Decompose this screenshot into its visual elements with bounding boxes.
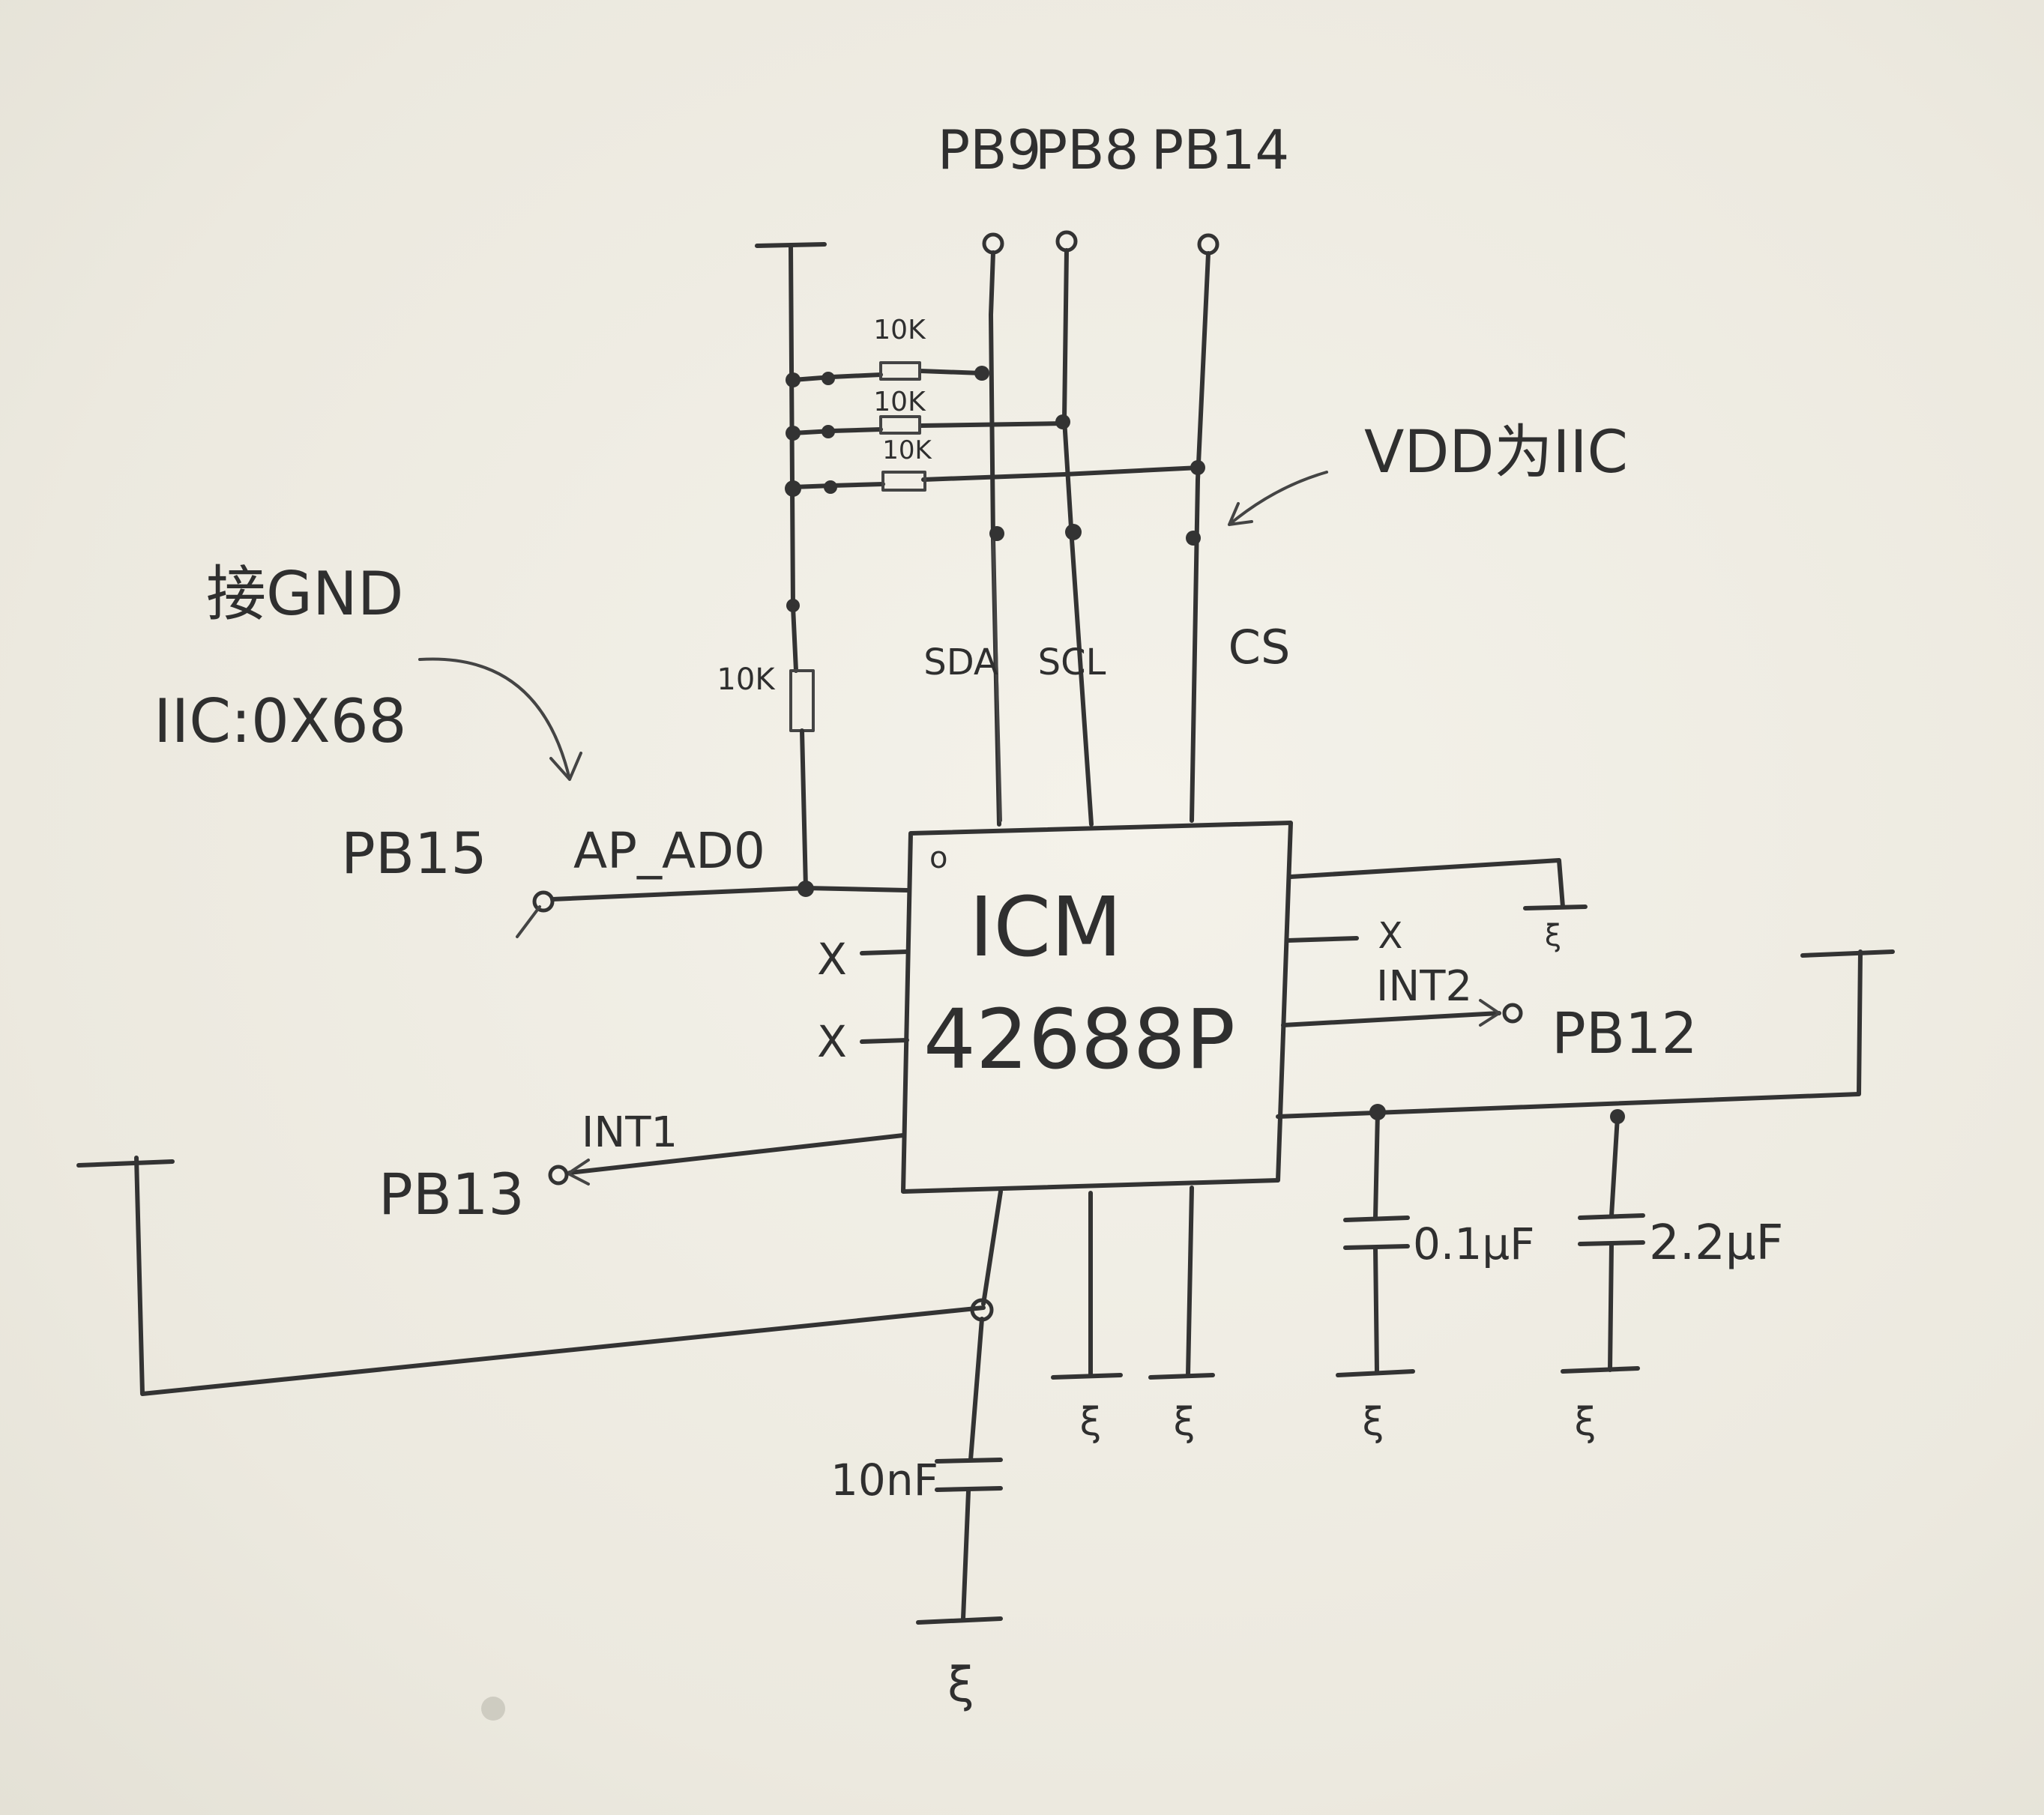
wire-int2-arrow xyxy=(1479,999,1501,1027)
signal-label-cs: CS xyxy=(1228,620,1291,674)
ground-bar-cap-right xyxy=(1561,1366,1640,1374)
wire-vdd-right xyxy=(1276,949,1863,1119)
wire-int2 xyxy=(1281,1011,1501,1027)
capacitor-2p2uf-label: 2.2μF xyxy=(1649,1215,1783,1271)
ground-bar-bottom-2 xyxy=(1148,1373,1215,1380)
note-arrow xyxy=(418,657,582,781)
note-gnd: 接GND xyxy=(206,559,403,629)
chip-name-line2: 42688P xyxy=(923,991,1235,1087)
pullup-wire-cs xyxy=(791,465,1202,489)
wire-cap-left-bottom xyxy=(961,1489,971,1621)
signal-label-sda: SDA xyxy=(923,641,998,683)
ground-bar-cap-left xyxy=(916,1616,1003,1625)
wire-ad0-resistor-top xyxy=(791,605,798,673)
ground-mark-right-top: ξ xyxy=(1545,919,1561,953)
paper-smudge xyxy=(481,1697,505,1721)
wire-ad0-resistor-bottom xyxy=(800,728,808,890)
wire-cap-right-top xyxy=(1609,1114,1620,1218)
junction xyxy=(974,366,989,381)
wire-int1-arrow xyxy=(567,1159,590,1186)
junction xyxy=(1065,524,1082,540)
wire-vddio-loop xyxy=(134,1156,986,1396)
nc-mark-right: X xyxy=(1378,915,1403,957)
wire-nc-left-2 xyxy=(860,1038,909,1044)
pullup-label-2: 10K xyxy=(873,387,926,417)
wire-nc-left-1 xyxy=(860,949,909,955)
ground-bar-cap-mid xyxy=(1336,1369,1415,1377)
wire-scl xyxy=(1062,248,1094,827)
pin-terminal-pb9 xyxy=(982,232,1004,255)
junction xyxy=(821,425,835,438)
capacitor-0p1uf-plate-a xyxy=(1343,1215,1410,1222)
wire-nc-right xyxy=(1285,936,1359,943)
chip-icm42688p xyxy=(901,821,1293,1194)
junction xyxy=(785,480,801,497)
capacitor-0p1uf-label: 0.1μF xyxy=(1413,1218,1535,1269)
resistor-ad0-label: 10K xyxy=(717,662,776,697)
pullup-resistor-scl xyxy=(879,415,921,435)
ground-bar-bottom-1 xyxy=(1051,1373,1123,1380)
ground-bar-right-top xyxy=(1523,905,1588,910)
pin-label-pb12: PB12 xyxy=(1552,1000,1698,1066)
vdd-bar-left xyxy=(76,1159,175,1168)
ground-mark-cap-right: ξ xyxy=(1575,1400,1597,1445)
nc-mark-left-1: X xyxy=(817,934,847,985)
note-vdd-iic: VDD为IIC xyxy=(1364,419,1628,486)
capacitor-10nf-label: 10nF xyxy=(830,1455,938,1506)
pin-label-pb9: PB9 xyxy=(938,118,1042,181)
wire-cs xyxy=(1190,251,1211,823)
wire-cap-right-bottom xyxy=(1608,1242,1614,1372)
junction xyxy=(1055,414,1070,429)
wire-ap-ad0 xyxy=(550,886,909,902)
pin-terminal-pb8 xyxy=(1055,230,1078,253)
junction xyxy=(1186,531,1201,546)
pin-label-pb13: PB13 xyxy=(379,1161,525,1227)
pullup-label-1: 10K xyxy=(873,315,926,345)
resistor-ad0 xyxy=(789,669,815,732)
chip-pin1-mark: o xyxy=(929,841,947,875)
ground-mark-cap-left: ξ xyxy=(947,1658,974,1713)
junction xyxy=(798,881,814,897)
pin-terminal-pb12 xyxy=(1502,1003,1523,1024)
junction xyxy=(1190,460,1205,475)
wire-cap-mid-top xyxy=(1373,1110,1380,1220)
pullup-resistor-cs xyxy=(881,471,926,492)
note-vdd-arrow xyxy=(1228,471,1328,526)
pin-label-pb8: PB8 xyxy=(1035,118,1139,181)
pullup-label-3: 10K xyxy=(882,435,932,465)
note-iic-address: IIC:0X68 xyxy=(154,686,407,756)
capacitor-10nf-plate-a xyxy=(935,1458,1003,1464)
junction xyxy=(824,480,837,494)
chip-name-line1: ICM xyxy=(969,879,1122,975)
signal-label-ap-ad0: AP_AD0 xyxy=(573,822,765,880)
capacitor-10nf-plate-b xyxy=(935,1486,1003,1492)
junction xyxy=(821,372,835,385)
wire-bottom-left-vdd xyxy=(981,1189,1003,1306)
capacitor-2p2uf-plate-a xyxy=(1578,1213,1645,1220)
signal-label-int1: INT1 xyxy=(582,1108,678,1157)
wire-sda-lower xyxy=(992,538,1002,822)
vdd-bar-right xyxy=(1800,949,1895,958)
ground-mark-bottom-1: ξ xyxy=(1080,1400,1102,1445)
nc-mark-left-2: X xyxy=(817,1016,847,1067)
pin-label-pb14: PB14 xyxy=(1151,118,1289,181)
wire-bottom-gnd-2 xyxy=(1186,1186,1194,1377)
wire-ap-ad0-tail xyxy=(516,905,541,938)
ground-mark-cap-mid: ξ xyxy=(1363,1400,1384,1445)
pullup-resistor-sda xyxy=(879,361,921,381)
signal-label-int2: INT2 xyxy=(1376,962,1472,1011)
wire-int1 xyxy=(567,1133,905,1175)
wire-cap-left-top xyxy=(968,1317,984,1462)
pin-terminal-pb14 xyxy=(1197,233,1220,256)
wire-cap-mid-bottom xyxy=(1373,1245,1379,1374)
junction xyxy=(989,526,1004,541)
pin-terminal-pb13 xyxy=(548,1165,569,1186)
wire-right-top-gnd xyxy=(1288,858,1565,909)
signal-label-scl: SCL xyxy=(1038,641,1106,683)
pin-label-pb15: PB15 xyxy=(341,820,487,887)
ground-mark-bottom-2: ξ xyxy=(1174,1400,1196,1445)
junction xyxy=(786,372,801,387)
junction xyxy=(786,426,801,441)
